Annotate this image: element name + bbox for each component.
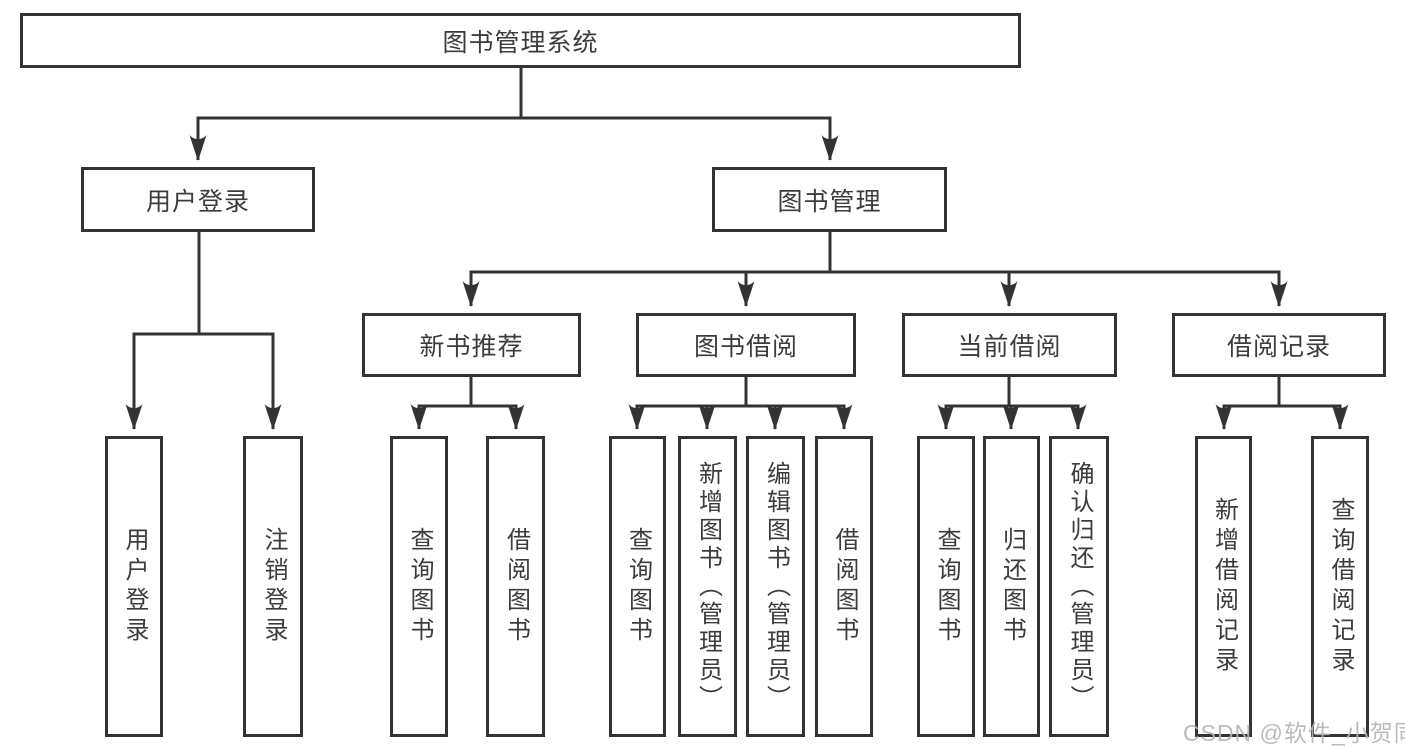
- node-label: 查询图书: [406, 526, 433, 647]
- node-label: 查询图书: [933, 526, 960, 647]
- node-leaf-query-borrow-record: 查询借阅记录: [1311, 436, 1369, 737]
- node-label: 编辑图书（管理员）: [762, 460, 790, 713]
- node-leaf-return-books: 归还图书: [983, 436, 1040, 737]
- node-label: 确认归还（管理员）: [1066, 460, 1093, 713]
- node-book-management: 图书管理: [712, 167, 947, 232]
- node-new-book-recommendation: 新书推荐: [362, 313, 581, 377]
- node-leaf-borrow-books-rec: 借阅图书: [486, 436, 545, 737]
- node-current-borrowing: 当前借阅: [902, 313, 1117, 377]
- node-label: 用户登录: [121, 526, 148, 647]
- node-label: 借阅图书: [502, 526, 530, 647]
- node-label: 借阅图书: [831, 526, 858, 647]
- node-label: 图书管理: [777, 187, 882, 216]
- node-library-management-system: 图书管理系统: [20, 13, 1021, 68]
- node-label: 用户登录: [145, 187, 250, 216]
- node-label: 新增借阅记录: [1210, 496, 1238, 677]
- node-label: 查询图书: [624, 526, 652, 647]
- node-leaf-user-login: 用户登录: [105, 436, 163, 737]
- node-leaf-logout: 注销登录: [243, 436, 303, 737]
- node-user-login: 用户登录: [81, 167, 315, 232]
- node-leaf-query-books-rec: 查询图书: [390, 436, 448, 737]
- node-borrowing-records: 借阅记录: [1172, 313, 1386, 377]
- node-label: 图书借阅: [693, 333, 798, 361]
- node-label: 图书管理系统: [442, 28, 599, 57]
- node-leaf-edit-books-admin: 编辑图书（管理员）: [746, 436, 805, 737]
- node-label: 当前借阅: [957, 333, 1062, 361]
- csdn-watermark: CSDN @软件_小贺同学: [1183, 720, 1405, 746]
- node-leaf-confirm-return-admin: 确认归还（管理员）: [1049, 436, 1109, 737]
- node-label: 借阅记录: [1226, 333, 1331, 361]
- node-book-borrowing: 图书借阅: [636, 313, 856, 377]
- node-label: 查询借阅记录: [1327, 496, 1354, 677]
- node-leaf-query-books-borrow: 查询图书: [609, 436, 666, 737]
- node-leaf-add-books-admin: 新增图书（管理员）: [678, 436, 737, 737]
- node-label: 新增图书（管理员）: [694, 460, 722, 713]
- node-label: 新书推荐: [419, 333, 524, 361]
- node-label: 注销登录: [260, 526, 287, 647]
- node-leaf-borrow-books: 借阅图书: [815, 436, 873, 737]
- node-label: 归还图书: [998, 526, 1026, 647]
- node-leaf-query-books-current: 查询图书: [917, 436, 975, 737]
- node-leaf-add-borrow-record: 新增借阅记录: [1195, 436, 1252, 737]
